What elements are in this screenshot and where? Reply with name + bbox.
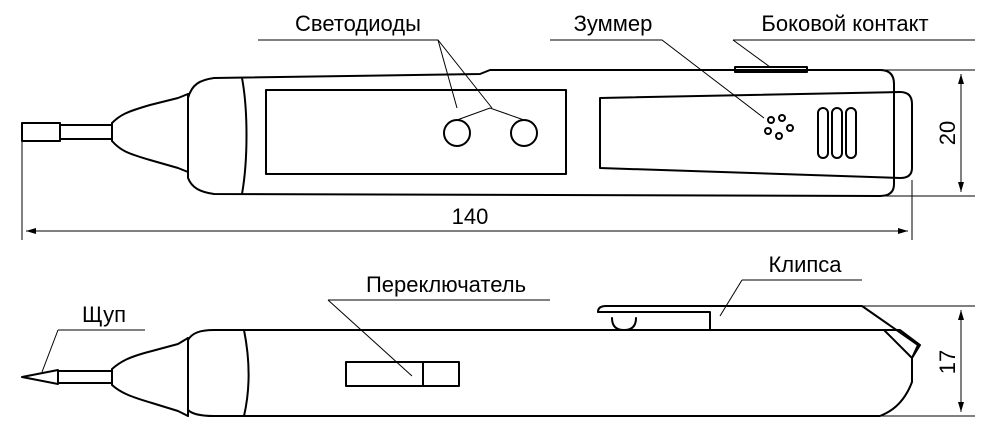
top-clip	[599, 91, 913, 179]
led-2	[510, 119, 538, 147]
top-leaders	[258, 39, 975, 121]
buzzer-hole-1	[767, 116, 775, 124]
top-nose-cone	[111, 93, 189, 173]
buzzer-hole-3	[764, 127, 772, 135]
side-nose-cone	[111, 337, 189, 417]
dim-width-top-value: 20	[935, 121, 960, 145]
side-probe-tip	[21, 369, 59, 385]
label-switch: Переключатель	[366, 272, 526, 297]
side-view	[21, 305, 921, 417]
top-probe-tip	[21, 122, 61, 142]
top-probe-shaft	[59, 124, 113, 140]
vent-slot-3	[845, 107, 857, 159]
label-side-contact: Боковой контакт	[761, 11, 928, 36]
dimension-width-top	[880, 69, 975, 197]
label-buzzer: Зуммер	[574, 11, 653, 36]
buzzer-hole-2	[778, 114, 786, 122]
vent-slot-1	[817, 107, 829, 159]
side-body-outline	[187, 329, 921, 417]
top-grip-line	[241, 77, 248, 195]
top-view	[21, 66, 913, 197]
side-clip	[597, 305, 919, 359]
side-probe-shaft	[57, 370, 113, 384]
dimension-length	[21, 140, 913, 240]
side-leaders	[41, 279, 862, 377]
label-clip: Клипса	[768, 252, 842, 277]
label-probe: Щуп	[82, 302, 126, 327]
buzzer-hole-5	[786, 124, 794, 132]
side-contact	[734, 66, 808, 73]
buzzer-hole-4	[775, 132, 783, 140]
led-1	[443, 119, 471, 147]
dim-length-value: 140	[452, 204, 489, 229]
side-grip-line	[243, 329, 250, 417]
top-body-outline	[187, 69, 895, 197]
dim-height-side-value: 17	[935, 350, 960, 374]
slide-switch[interactable]	[345, 361, 460, 387]
label-leds: Светодиоды	[295, 11, 421, 36]
dimension-height-side	[862, 305, 975, 417]
vent-slot-2	[831, 107, 843, 159]
side-clip-front	[597, 311, 711, 331]
led-window	[265, 89, 567, 175]
side-clip-pivot	[611, 317, 637, 331]
